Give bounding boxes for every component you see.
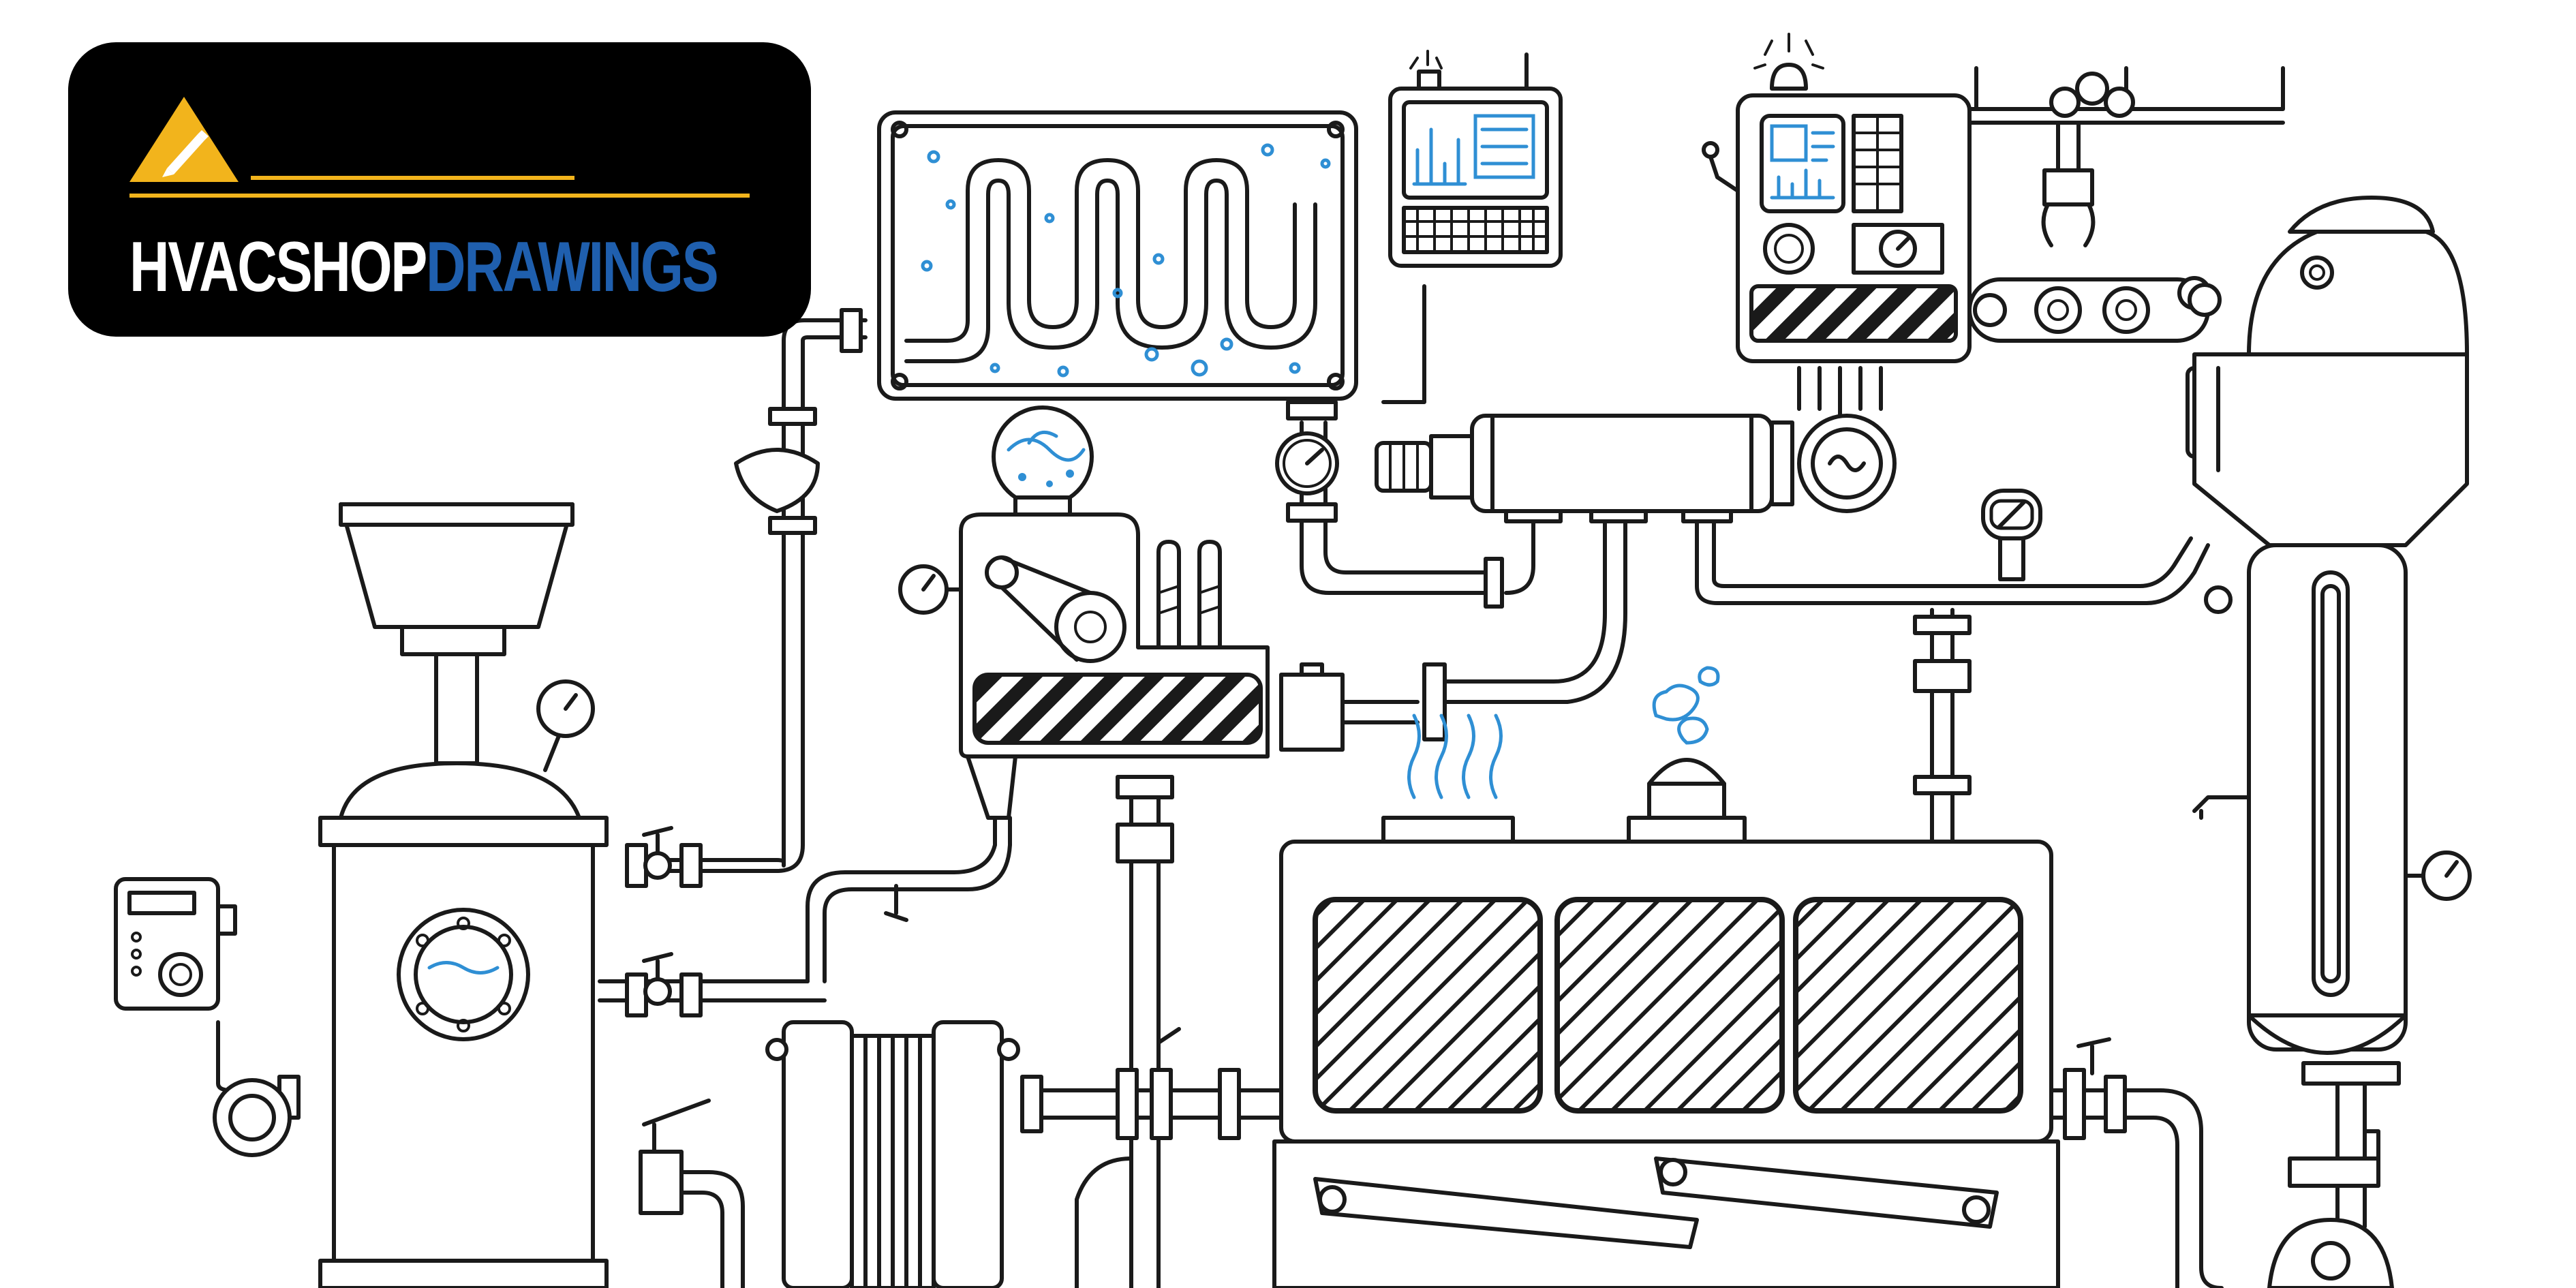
- control-tablet: [1388, 50, 1563, 268]
- column-tank: [2186, 196, 2472, 1288]
- logo-wordmark: HVACSHOPDRAWINGS: [129, 232, 719, 303]
- serpentine-heat-exchanger: [877, 110, 1358, 401]
- plate-heat-exchanger: [765, 1020, 1020, 1288]
- robot-arm-conveyor: [1967, 66, 2285, 343]
- wall-controller: [114, 877, 292, 1157]
- logo-accent-line-long: [129, 194, 750, 198]
- pencil-triangle-icon: [129, 97, 239, 182]
- sight-glass: [1981, 489, 2042, 581]
- logo-text-hvacshop: HVACSHOP: [129, 228, 427, 307]
- valve-handwheels: [642, 826, 2111, 1154]
- logo-text-drawings: DRAWINGS: [426, 228, 719, 307]
- hopper-tank: [318, 502, 609, 1288]
- logo-accent-line-short: [251, 176, 574, 180]
- boiler-unit: [1272, 666, 2060, 1288]
- main-control-panel: [1702, 33, 1972, 363]
- water-bubbles: [921, 143, 1331, 378]
- motor-cylinder: [1375, 366, 1897, 513]
- belt-drive-pump: [898, 405, 1345, 820]
- pressure-gauge: [1275, 431, 1339, 495]
- logo-badge: HVACSHOPDRAWINGS: [68, 42, 811, 337]
